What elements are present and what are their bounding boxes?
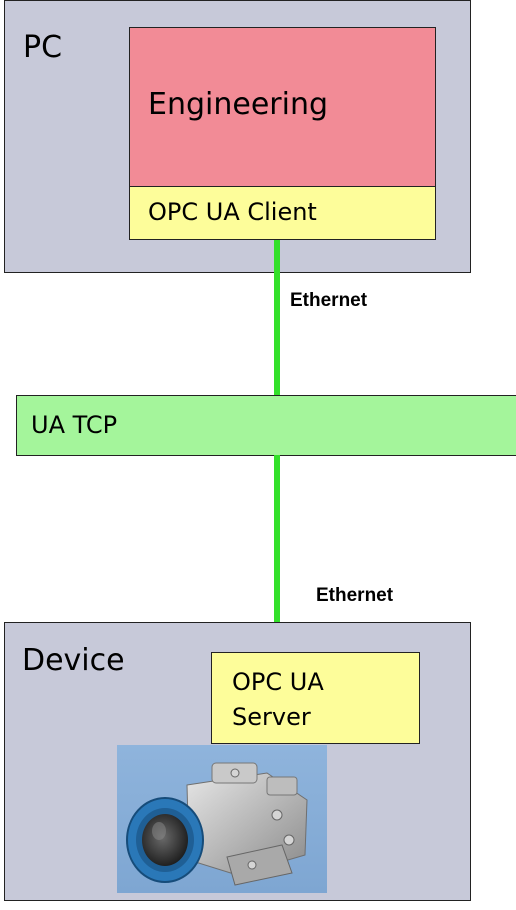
ethernet-label-bottom: Ethernet bbox=[316, 585, 394, 606]
ua-tcp-box bbox=[16, 395, 516, 456]
opc-ua-server-line2: Server bbox=[232, 703, 311, 731]
opc-ua-server-line1: OPC UA bbox=[232, 668, 324, 696]
opc-ua-server-label: OPC UA Server bbox=[232, 665, 324, 735]
engineering-label: Engineering bbox=[148, 87, 328, 122]
ethernet-label-top: Ethernet bbox=[290, 290, 368, 311]
pc-label: PC bbox=[23, 30, 63, 65]
engineering-box bbox=[129, 27, 436, 188]
ua-tcp-label: UA TCP bbox=[31, 411, 118, 439]
opc-ua-server-box bbox=[211, 652, 420, 744]
device-label: Device bbox=[22, 643, 125, 678]
ethernet-link-bottom bbox=[274, 455, 280, 623]
device-photo bbox=[117, 745, 327, 893]
opc-ua-client-label: OPC UA Client bbox=[148, 198, 317, 226]
opc-ua-client-box bbox=[129, 186, 436, 240]
ethernet-link-top bbox=[274, 240, 280, 396]
